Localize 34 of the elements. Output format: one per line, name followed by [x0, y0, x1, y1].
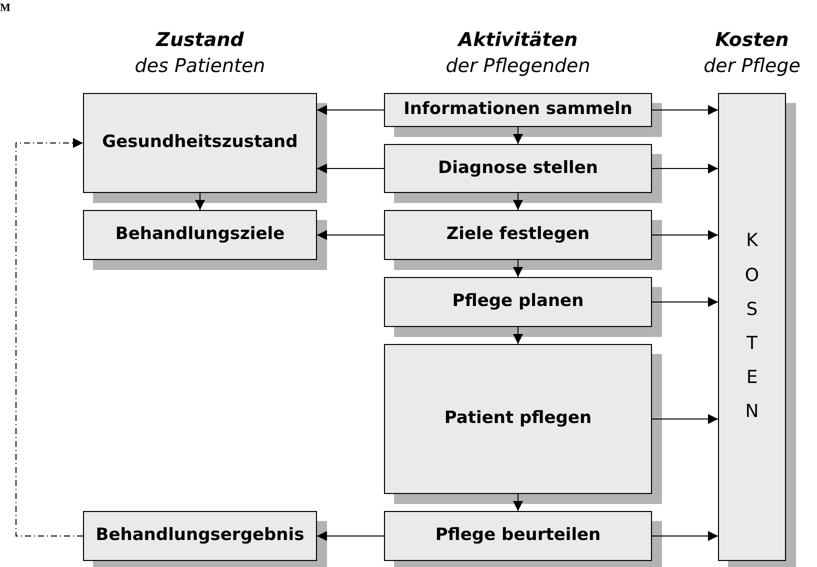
column-heading: Aktivitäten: [456, 28, 579, 53]
vertical-label: KOSTEN: [744, 229, 760, 424]
column-subheading: des Patienten: [134, 54, 266, 79]
arrow: [316, 164, 384, 174]
arrow: [652, 230, 718, 240]
box-label: Behandlungsergebnis: [94, 525, 306, 547]
arrow: [652, 531, 718, 541]
box-label: Pflege beurteilen: [434, 525, 602, 547]
box-label: Diagnose stellen: [437, 158, 599, 180]
arrow: [652, 414, 718, 424]
arrow: [513, 192, 523, 210]
box-label: Behandlungsziele: [114, 224, 286, 246]
arrow: [513, 326, 523, 344]
arrow: [316, 105, 384, 115]
box-label: Patient pflegen: [443, 408, 593, 430]
dashed-arrow: [16, 138, 84, 536]
arrow: [195, 192, 205, 210]
arrow: [652, 164, 718, 174]
box-label: Pflege planen: [451, 291, 585, 313]
arrow: [513, 126, 523, 144]
arrow: [316, 531, 384, 541]
column-heading: Kosten: [714, 28, 790, 53]
corner-mark: M: [0, 1, 12, 16]
arrow: [652, 105, 718, 115]
box-label: Ziele festlegen: [445, 224, 591, 246]
column-subheading: der Pflege: [702, 54, 802, 79]
arrow: [513, 260, 523, 278]
box-label: Informationen sammeln: [402, 99, 634, 121]
arrow: [316, 230, 384, 240]
column-subheading: der Pflegenden: [444, 54, 592, 79]
box-label: Gesundheitszustand: [101, 132, 299, 154]
arrow: [513, 494, 523, 512]
column-heading: Zustand: [154, 28, 245, 53]
arrow: [652, 297, 718, 307]
